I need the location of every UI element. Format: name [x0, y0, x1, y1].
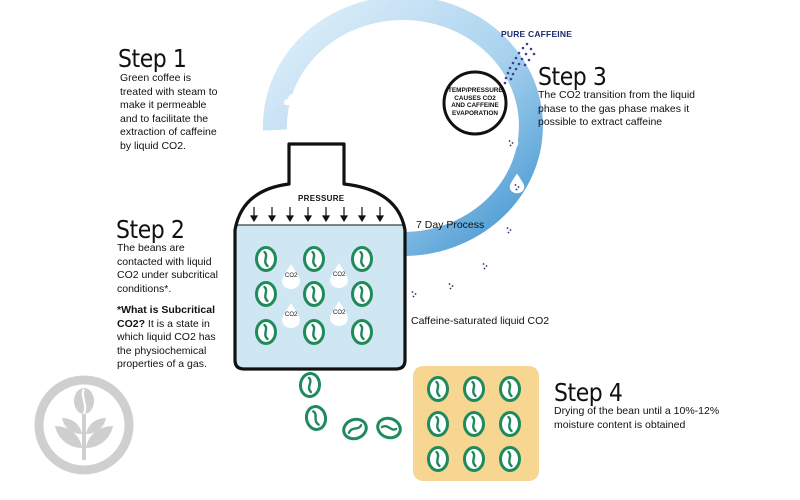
step1-description: Green coffee is treated with steam to ma… [120, 72, 250, 153]
coffee-bean-icon [303, 246, 325, 272]
subcritical-note: *What is Subcritical CO2? It is a state … [117, 304, 247, 372]
coffee-bean-icon [463, 376, 485, 402]
saturated-co2-label: Caffeine-saturated liquid CO2 [411, 315, 550, 327]
co2-droplet-icon [503, 129, 519, 150]
caffeine-spray [503, 42, 536, 85]
process-duration-label: 7 Day Process [416, 219, 485, 231]
step2-line: conditions*. [117, 282, 172, 295]
subcritical-question: CO2? [117, 317, 146, 330]
coffee-bean-icon [499, 411, 521, 437]
coffee-bean-icon [463, 411, 485, 437]
step1-line: extraction of caffeine [120, 126, 217, 138]
step2-line: The beans are [117, 242, 185, 254]
co2-droplet-icon [477, 252, 493, 273]
step2-description: The beans are contacted with liquid CO2 … [117, 242, 242, 296]
step1-line: make it permeable [120, 99, 207, 111]
step3-line: possible to extract caffeine [538, 116, 663, 128]
co2-label: CO2 [285, 312, 298, 318]
step1-title: Step 1 [118, 44, 187, 73]
subcritical-answer: which liquid CO2 has [117, 331, 216, 343]
evaporation-label-line: TEMP/PRESSURE [448, 87, 503, 94]
coffee-bean-icon [351, 281, 373, 307]
coffee-bean-icon [255, 319, 277, 345]
falling-beans [298, 371, 405, 444]
step4-line: Drying of the bean until a 10%-12% [554, 405, 720, 417]
step3-title: Step 3 [538, 62, 607, 91]
co2-droplet-icon [501, 216, 517, 237]
step4-description: Drying of the bean until a 10%-12% moist… [554, 405, 764, 432]
step1-line: by liquid CO2. [120, 139, 186, 152]
pressure-label: PRESSURE [298, 194, 345, 203]
evaporation-label-line: CAUSES CO2 [454, 94, 496, 102]
step1-line: and to facilitate the [120, 112, 209, 125]
step2-line: contacted with liquid [117, 255, 212, 268]
step4-title: Step 4 [554, 378, 623, 407]
coffee-bean-icon [303, 319, 325, 345]
coffee-bean-icon [255, 281, 277, 307]
coffee-bean-icon [499, 376, 521, 402]
subcritical-question: *What is Subcritical [117, 304, 216, 316]
evaporation-label-line: AND CAFFEINE [451, 102, 499, 110]
coffee-bean-icon [499, 446, 521, 472]
coffee-bean-icon [255, 246, 277, 272]
co2-label: CO2 [333, 272, 346, 278]
co2-label: CO2 [285, 273, 298, 279]
coffee-bean-icon [351, 246, 373, 272]
step1-line: treated with steam to [120, 85, 218, 98]
subcritical-answer: properties of a gas. [117, 358, 207, 370]
evaporation-label: TEMP/PRESSURE CAUSES CO2 AND CAFFEINE EV… [448, 87, 503, 117]
subcritical-answer: It is a state in [145, 317, 210, 330]
evaporation-label-line: EVAPORATION [452, 109, 498, 117]
cloud-icon [338, 80, 369, 93]
coffee-bean-icon [427, 446, 449, 472]
coffee-bean-icon [427, 376, 449, 402]
step3-line: phase to the gas phase makes it [538, 102, 690, 115]
evaporation-chamber [442, 70, 508, 136]
step2-title: Step 2 [116, 215, 185, 244]
coffee-bean-icon [463, 446, 485, 472]
step3-line: The CO2 transition from the liquid [538, 89, 695, 101]
pressure-arrows [249, 207, 385, 223]
co2-droplet-icon [443, 272, 459, 293]
subcritical-answer: the physiochemical [117, 344, 207, 357]
co2-droplet-icon [406, 280, 422, 301]
circulation-pipe [262, 0, 543, 257]
cloud-icon [401, 80, 432, 93]
pure-caffeine-label: PURE CAFFEINE [501, 29, 573, 39]
step1-line: Green coffee is [120, 72, 192, 84]
coffee-bean-icon [351, 319, 373, 345]
step4-line: moisture content is obtained [554, 418, 686, 431]
step2-line: CO2 under subcritical [117, 269, 218, 281]
coffee-bean-icon [303, 281, 325, 307]
step3-description: The CO2 transition from the liquid phase… [538, 89, 738, 130]
co2-label: CO2 [333, 310, 346, 316]
coffee-bean-icon [427, 411, 449, 437]
coffee-leaf-logo-icon [34, 375, 134, 475]
